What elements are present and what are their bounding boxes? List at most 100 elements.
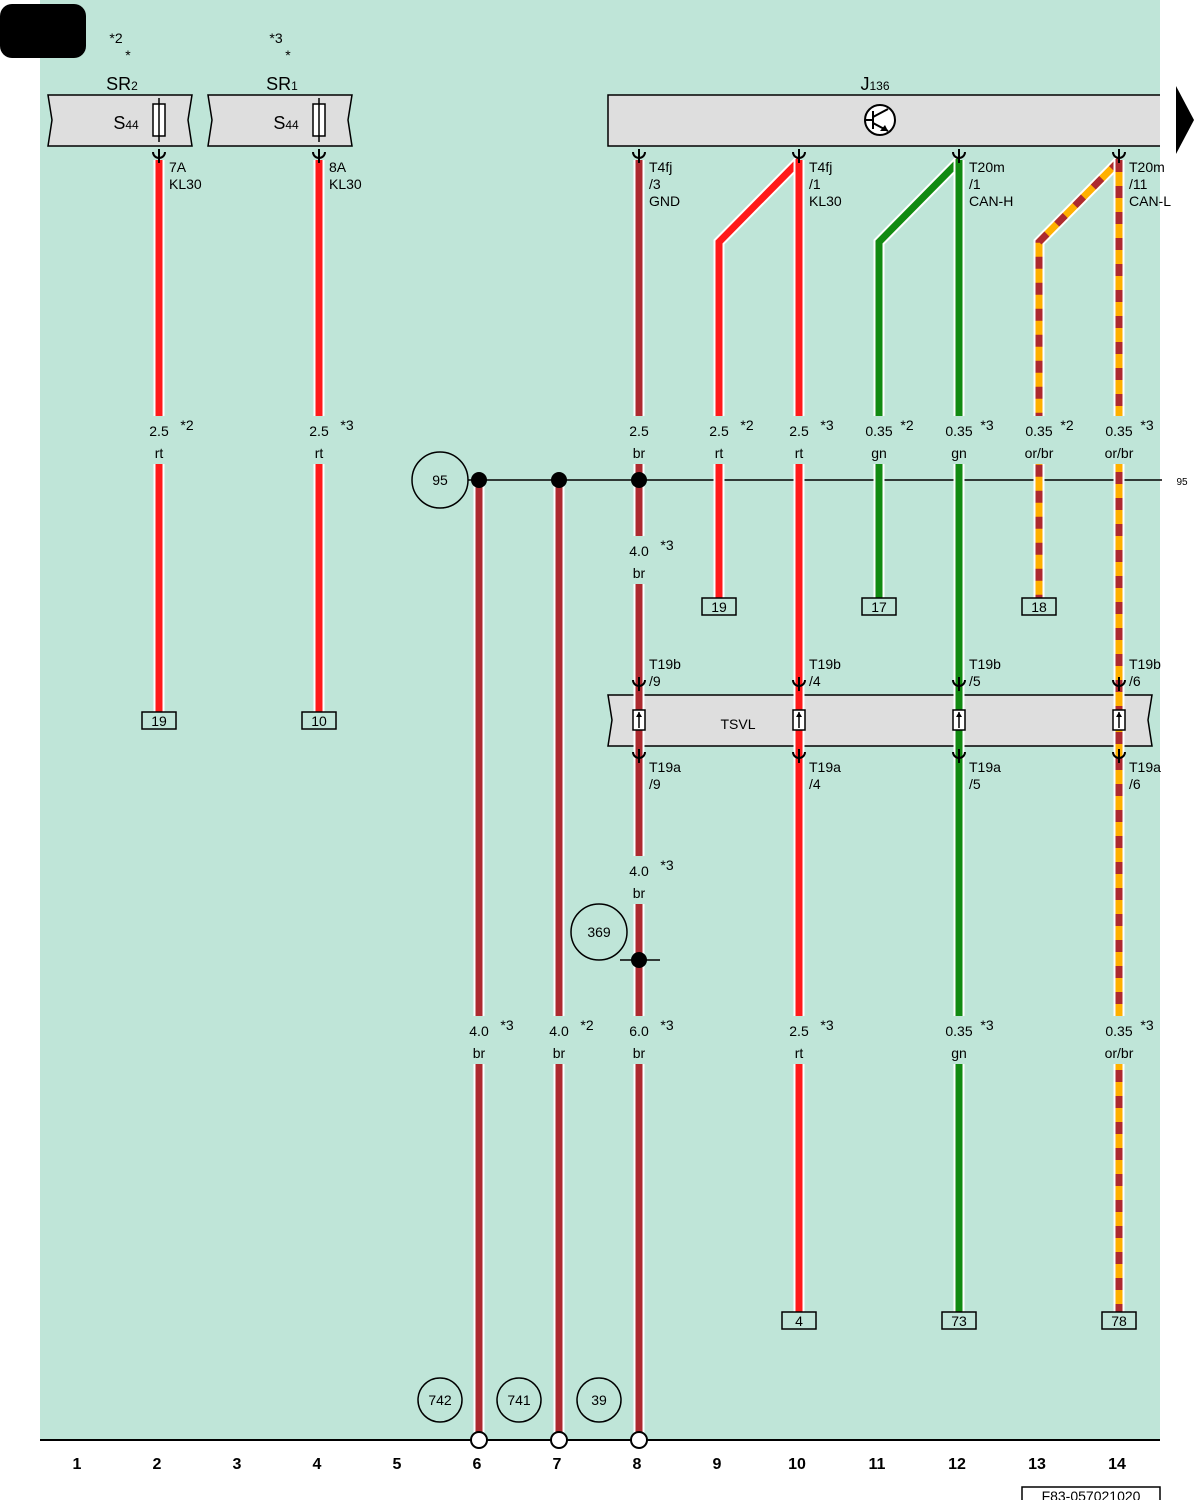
tsvl-top-pin-0 (632, 677, 646, 691)
wire-label-gap (613, 416, 665, 464)
wire-footnote: *3 (1140, 1017, 1153, 1033)
wire-size: 2.5 (149, 423, 169, 439)
wire-size: 2.5 (789, 423, 809, 439)
wire-footnote: *3 (980, 1017, 993, 1033)
circled-ref-label: 742 (428, 1392, 452, 1408)
wire-color-code: br (633, 445, 646, 461)
doc-id-box (1021, 1486, 1161, 1500)
column-number: 8 (633, 1456, 642, 1473)
j136-pin-can-l: T20m /11 CAN-L (1129, 159, 1171, 209)
tsvl-label: TSVL (720, 716, 755, 732)
wire-size: 0.35 (945, 1023, 972, 1039)
terminal-box-label: 18 (1031, 599, 1047, 615)
wire-color-code: br (633, 885, 646, 901)
sr1-pin-label: 8A KL30 (329, 159, 362, 192)
sr2-label: SR2 (106, 74, 138, 94)
wire-footnote: *3 (820, 1017, 833, 1033)
wire-color-code: br (633, 565, 646, 581)
tsvl-contact-icon (632, 709, 646, 731)
tsvl-top-pin-3 (1112, 677, 1126, 691)
tsvl-bottom-pin-3 (1112, 749, 1126, 763)
terminal-box-label: 19 (711, 599, 727, 615)
wire-label-c14-top: 0.35 or/br *3 (1093, 416, 1154, 464)
terminal-box-label: 78 (1111, 1313, 1127, 1329)
corner-tab (0, 4, 86, 58)
tsvl-bottom-pin-4: T19a/4 (809, 759, 841, 792)
ground-terminal-icon (470, 1431, 488, 1449)
column-number: 6 (473, 1456, 482, 1473)
terminal-box-frame (701, 597, 737, 616)
wire-color-code: rt (795, 1045, 804, 1061)
junction-dot (631, 472, 647, 488)
wire-size: 0.35 (1105, 423, 1132, 439)
terminal-box: 19 (701, 597, 737, 616)
terminal-box-frame (941, 1311, 977, 1330)
wire-footnote: *3 (500, 1017, 513, 1033)
wire-label-c2: 2.5 rt *2 (133, 416, 194, 464)
tsvl-top-pin-1 (792, 677, 806, 691)
wire-col11-core (875, 157, 963, 598)
wire-size: 2.5 (709, 423, 729, 439)
tsvl-top-pin-9: T19b/9 (649, 656, 681, 689)
wires-layer (153, 156, 1125, 1440)
terminal-box-frame (1021, 597, 1057, 616)
column-number: 10 (788, 1456, 806, 1473)
wire-color-code: rt (155, 445, 164, 461)
sr1-label: SR1 (266, 74, 298, 94)
wire-footnote: *3 (1140, 417, 1153, 433)
wire-color-code: or/br (1105, 445, 1134, 461)
wire-label-gap (133, 416, 185, 464)
sr1-fuse-label: S44 (273, 113, 299, 133)
wire-color-code: br (553, 1045, 566, 1061)
wire-label-c8-top: 2.5br (613, 416, 665, 464)
wire-label-c6: 4.0br*3 (453, 1016, 514, 1064)
wire-label-gap (533, 1016, 585, 1064)
circled-ref-ring (496, 1377, 542, 1423)
column-number: 3 (233, 1456, 242, 1473)
circled-ref-label: 369 (587, 924, 611, 940)
wire-label-gap (853, 416, 905, 464)
tsvl-bottom-pin-1 (792, 749, 806, 763)
terminal-box: 10 (301, 711, 337, 730)
circled-ref-39: 39 (576, 1377, 622, 1423)
terminal-box-frame (861, 597, 897, 616)
wire-label-gap (1013, 416, 1065, 464)
wire-size: 0.35 (945, 423, 972, 439)
circled-ref-label: 39 (591, 1392, 607, 1408)
continuation-arrow-icon (1176, 86, 1194, 154)
wire-color-code: br (473, 1045, 486, 1061)
wire-label-gap (933, 1016, 985, 1064)
sr2-pin-label: 7A KL30 (169, 159, 202, 192)
wire-color-code: or/br (1025, 445, 1054, 461)
circled-ref-label: 741 (507, 1392, 531, 1408)
fn-sr2-top: *2 (109, 30, 122, 46)
terminal-box: 73 (941, 1311, 977, 1330)
wire-footnote: *2 (180, 417, 193, 433)
doc-id: F83-057021020 (1042, 1488, 1141, 1500)
wire-label-gap (613, 1016, 665, 1064)
wire-color-code: br (633, 1045, 646, 1061)
tsvl-contact-icon (952, 709, 966, 731)
column-number: 13 (1028, 1456, 1046, 1473)
terminal-box-label: 10 (311, 713, 327, 729)
wire-footnote: *2 (900, 417, 913, 433)
circled-ref-742: 742 (417, 1377, 463, 1423)
wire-label-gap (293, 416, 345, 464)
wire-footnote: *3 (980, 417, 993, 433)
wire-label-c8-mid: 4.0br*3 (613, 536, 674, 584)
junction-dot (551, 472, 567, 488)
tsvl-box (607, 694, 1153, 747)
column-number: 9 (713, 1456, 722, 1473)
tsvl-bottom-pin-0 (632, 749, 646, 763)
wire-size: 2.5 (309, 423, 329, 439)
terminal-box-frame (301, 711, 337, 730)
j136-pin-kl30: T4fj /1 KL30 (809, 159, 842, 209)
wire-color-code: gn (871, 445, 887, 461)
column-number: 5 (393, 1456, 402, 1473)
wire-color-code: rt (315, 445, 324, 461)
wire-label-gap (613, 856, 665, 904)
wire-footnote: *3 (820, 417, 833, 433)
